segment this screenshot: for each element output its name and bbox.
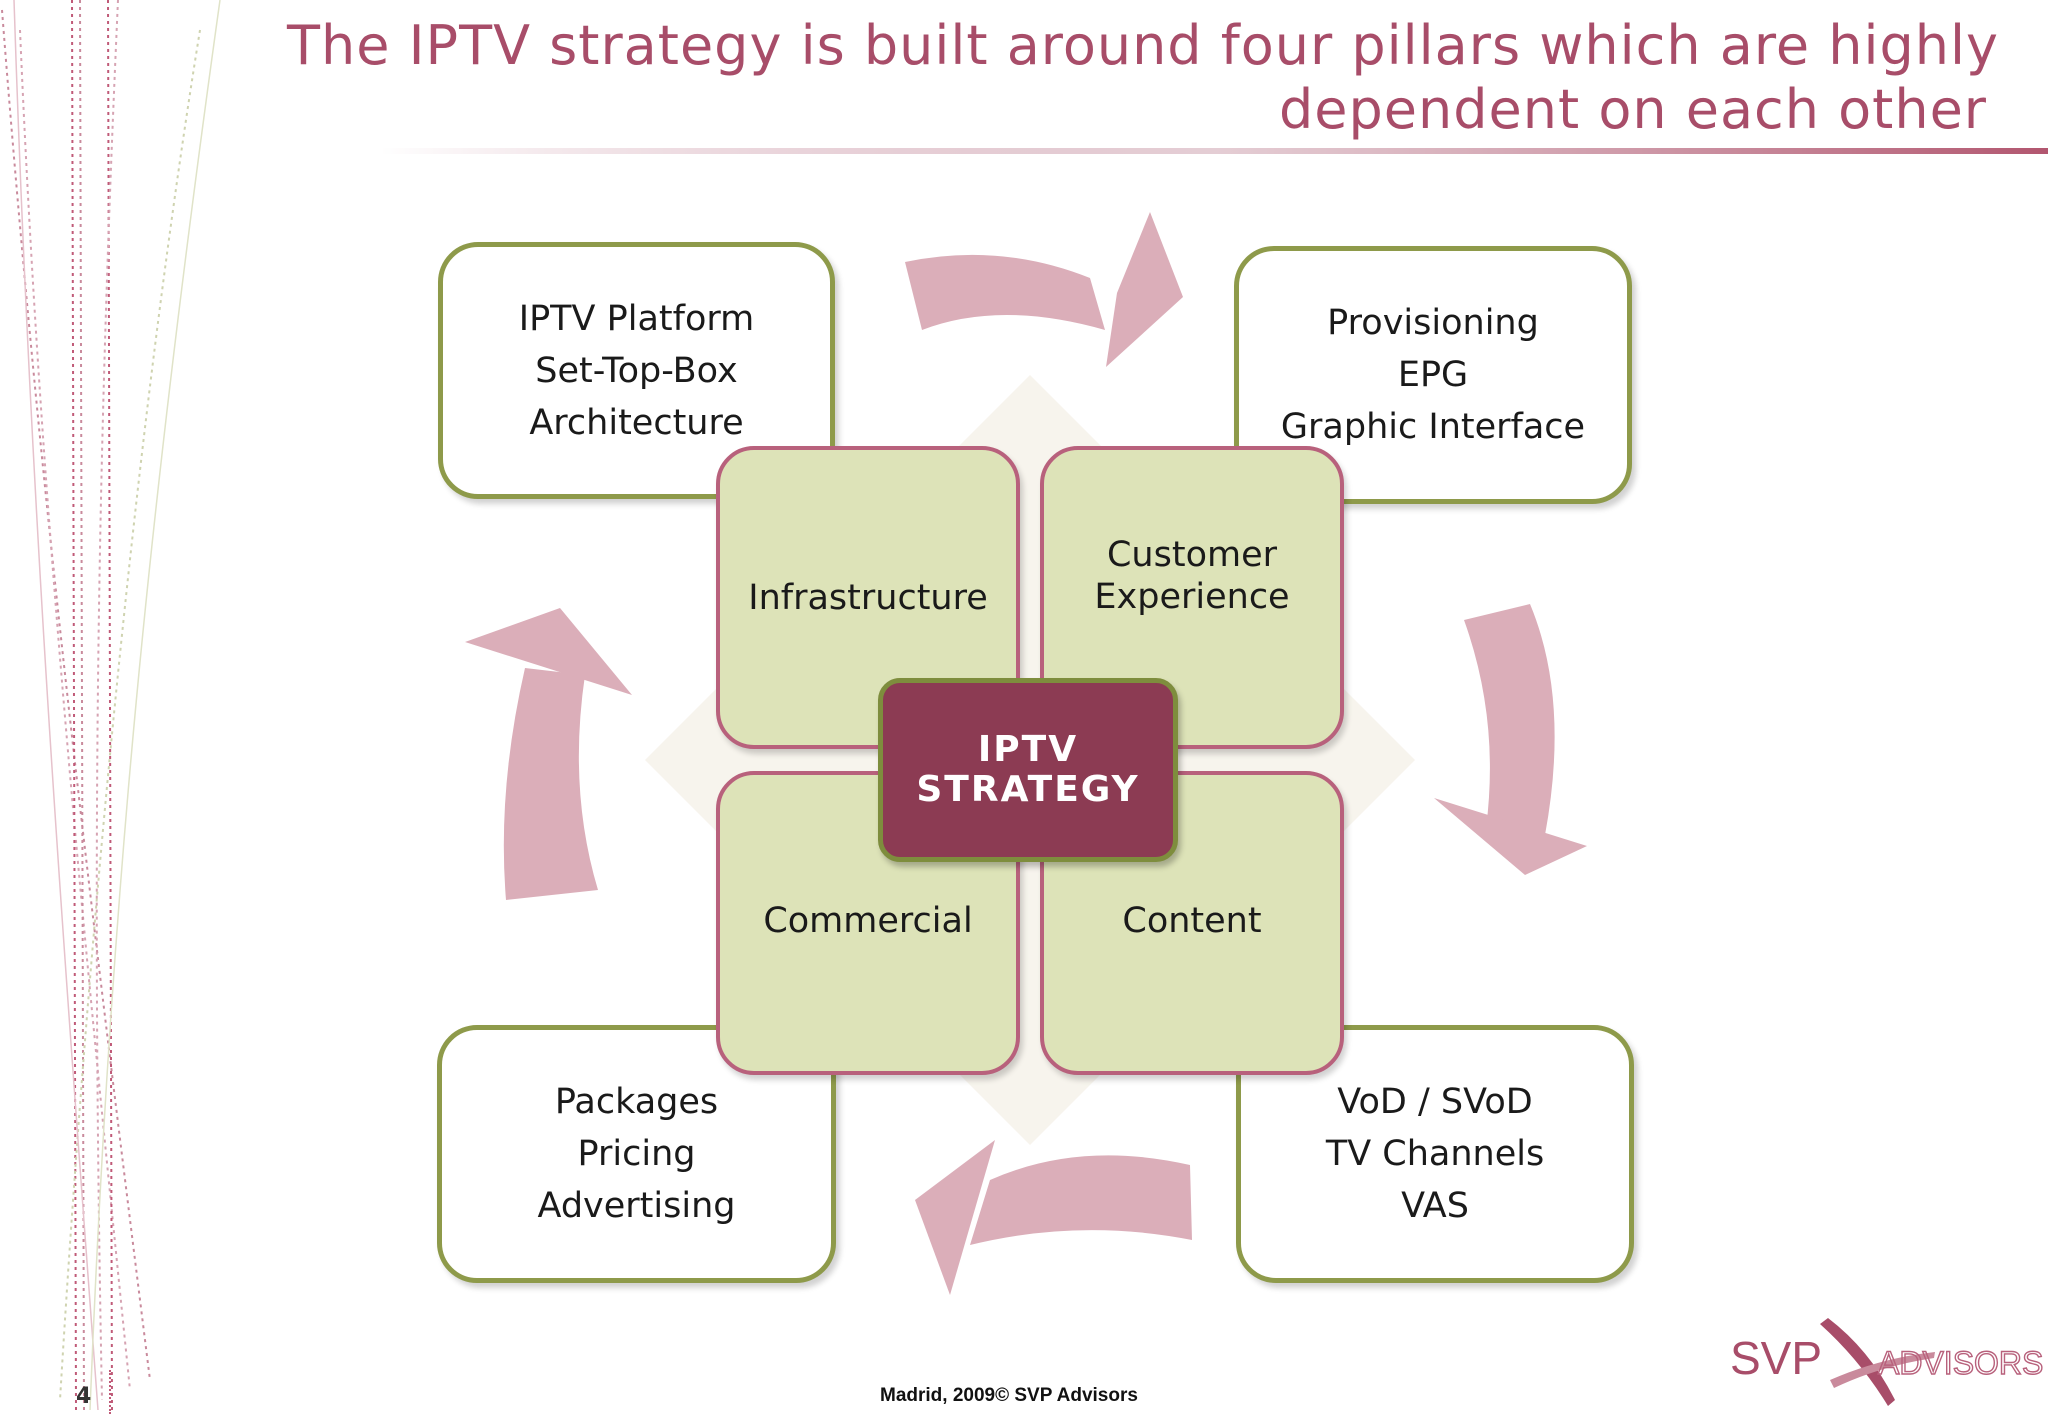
- page-number: 4: [76, 1384, 92, 1409]
- pillar-label: Content: [1122, 901, 1262, 941]
- outer-box-line: VAS: [1401, 1186, 1469, 1226]
- arrow-bottom-left-head: [915, 1140, 995, 1295]
- footer-copyright: Madrid, 2009© SVP Advisors: [880, 1385, 1138, 1406]
- outer-box-line: IPTV Platform: [518, 298, 755, 339]
- arrow-top-right-head: [1106, 212, 1183, 367]
- svp-advisors-logo: SVP ADVISORS: [1730, 1318, 2044, 1406]
- outer-box-line: TV Channels: [1325, 1134, 1545, 1174]
- pillar-label: Commercial: [763, 901, 973, 941]
- pillar-label: Customer Experience: [1094, 534, 1290, 617]
- outer-box-line: Provisioning: [1327, 303, 1539, 343]
- outer-box-line: Set-Top-Box: [535, 350, 738, 391]
- outer-box-line: Graphic Interface: [1280, 407, 1586, 447]
- outer-box-customer-experience-details: Provisioning EPG Graphic Interface: [1234, 246, 1632, 504]
- center-label: IPTV STRATEGY: [916, 729, 1140, 810]
- outer-box-line: Advertising: [537, 1186, 736, 1226]
- arrow-top-right: [905, 254, 1105, 330]
- logo-text-svp: SVP: [1730, 1332, 1822, 1384]
- outer-box-line: EPG: [1397, 355, 1469, 395]
- arrow-right-down: [1464, 604, 1555, 835]
- logo-text-advisors: ADVISORS: [1878, 1345, 2043, 1381]
- center-iptv-strategy: IPTV STRATEGY: [878, 678, 1178, 862]
- slide-title-line-1: The IPTV strategy is built around four p…: [287, 14, 1999, 77]
- arrow-right-down-head: [1434, 798, 1587, 875]
- arrow-left-up: [503, 668, 598, 900]
- outer-box-line: Packages: [554, 1082, 719, 1122]
- outer-box-line: Pricing: [577, 1134, 696, 1174]
- slide-title-line-2: dependent on each other: [1279, 78, 1987, 141]
- outer-box-line: Architecture: [529, 402, 744, 443]
- decorative-stripes: [1, 0, 221, 1411]
- outer-box-line: VoD / SVoD: [1337, 1082, 1533, 1122]
- pillar-label: Infrastructure: [748, 577, 988, 618]
- slide-title: The IPTV strategy is built around four p…: [287, 14, 1999, 142]
- arrow-bottom-left: [970, 1155, 1192, 1245]
- title-underline: [380, 148, 2048, 154]
- footer-divider: [109, 1370, 113, 1414]
- arrow-left-up-head: [465, 608, 632, 695]
